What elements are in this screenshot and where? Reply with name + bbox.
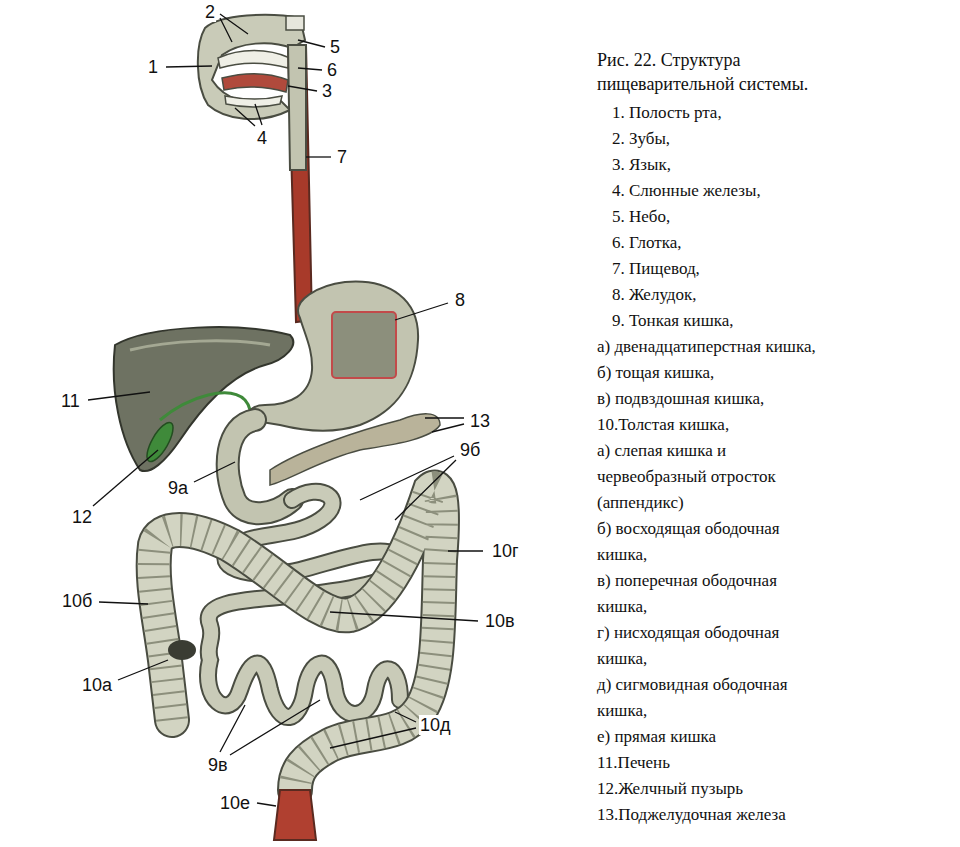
leader-line <box>360 456 456 520</box>
callout-number: 9а <box>167 478 189 498</box>
callout-number: 11 <box>60 391 81 411</box>
callout-number: 10а <box>81 675 113 695</box>
legend-item: 6. Глотка, <box>612 230 952 256</box>
legend-item: а) слепая кишка и червеобразный отросток… <box>597 438 797 516</box>
colon-haustra <box>154 488 442 790</box>
callout-number: 5 <box>329 37 341 57</box>
stomach <box>249 282 418 431</box>
leader-line <box>166 66 212 67</box>
tongue <box>222 74 288 92</box>
legend-item: 7. Пищевод, <box>612 256 952 282</box>
leader-line <box>194 462 235 482</box>
leader-line <box>288 86 317 91</box>
legend-item: 3. Язык, <box>612 152 952 178</box>
colon-outline <box>154 488 442 790</box>
leader-line <box>425 418 464 432</box>
callout-number: 2 <box>204 2 216 22</box>
leader-line <box>93 450 158 506</box>
legend-item: 13.Поджелудочная железа <box>597 802 937 828</box>
callout-number: 7 <box>336 147 348 167</box>
callout-number: 9в <box>207 755 229 775</box>
colon-fill <box>154 488 442 790</box>
duodenum <box>228 420 292 513</box>
legend-item: б) восходящая ободочная кишка, <box>597 516 827 568</box>
leader-line <box>306 156 331 157</box>
leader-lines <box>88 14 483 806</box>
legend-item: 9. Тонкая кишка, <box>612 308 952 334</box>
callout-number: 1 <box>147 57 159 77</box>
figure-caption: Рис. 22. Структура пищеварительной систе… <box>597 48 867 96</box>
callout-number: 12 <box>71 507 93 527</box>
legend-item: д) сигмовидная ободочная кишка, <box>597 672 827 724</box>
legend-item: 4. Слюнные железы, <box>612 178 952 204</box>
leader-line <box>220 700 320 755</box>
leader-line <box>257 803 276 806</box>
legend-item: 1. Полость рта, <box>612 100 952 126</box>
rectum <box>274 790 316 840</box>
callout-number: 3 <box>321 81 333 101</box>
callout-number: 9б <box>459 440 481 460</box>
callout-number: 10б <box>61 591 93 611</box>
callout-number: 10в <box>484 611 516 631</box>
callout-number: 4 <box>256 128 268 148</box>
legend-item: 12.Желчный пузырь <box>597 776 937 802</box>
legend-item: б) тощая кишка, <box>597 360 937 386</box>
legend-item: 5. Небо, <box>612 204 952 230</box>
callout-number: 10д <box>419 715 452 735</box>
legend-item: а) двенадцатиперстная кишка, <box>597 334 942 360</box>
callout-number: 6 <box>326 60 338 80</box>
legend-item: 2. Зубы, <box>612 126 952 152</box>
upper-teeth <box>218 51 290 69</box>
leader-line <box>88 392 150 400</box>
callout-number: 10е <box>219 793 251 813</box>
callout-number: 10г <box>491 541 520 561</box>
leader-line <box>448 550 483 551</box>
gallbladder <box>142 419 178 465</box>
leader-line <box>298 68 322 70</box>
leader-line <box>118 660 168 680</box>
liver <box>114 327 293 471</box>
pharynx <box>288 45 306 170</box>
leader-line <box>235 104 262 126</box>
cecum-window <box>168 640 196 660</box>
legend-item: 11.Печень <box>597 750 937 776</box>
leader-line <box>220 14 248 42</box>
legend-item: г) нисходящая ободочная кишка, <box>597 620 827 672</box>
legend-item: е) прямая кишка <box>597 724 937 750</box>
leader-line <box>99 602 148 604</box>
callout-number: 8 <box>454 290 466 310</box>
leader-line <box>395 303 448 320</box>
legend-item: 10.Толстая кишка, <box>597 412 937 438</box>
liver-highlight <box>130 341 270 350</box>
leader-line <box>298 40 325 47</box>
leader-line <box>330 612 478 621</box>
stomach-window <box>332 312 396 378</box>
vertebra <box>286 16 304 30</box>
leader-line <box>330 712 416 748</box>
legend-item: в) поперечная ободочная кишка, <box>597 568 827 620</box>
large-intestine <box>154 488 442 840</box>
duodenum-outline <box>228 420 292 513</box>
lower-teeth <box>225 96 282 107</box>
legend-item: 8. Желудок, <box>612 282 952 308</box>
callout-number: 13 <box>469 411 491 431</box>
legend-item: в) подвздошная кишка, <box>597 386 937 412</box>
